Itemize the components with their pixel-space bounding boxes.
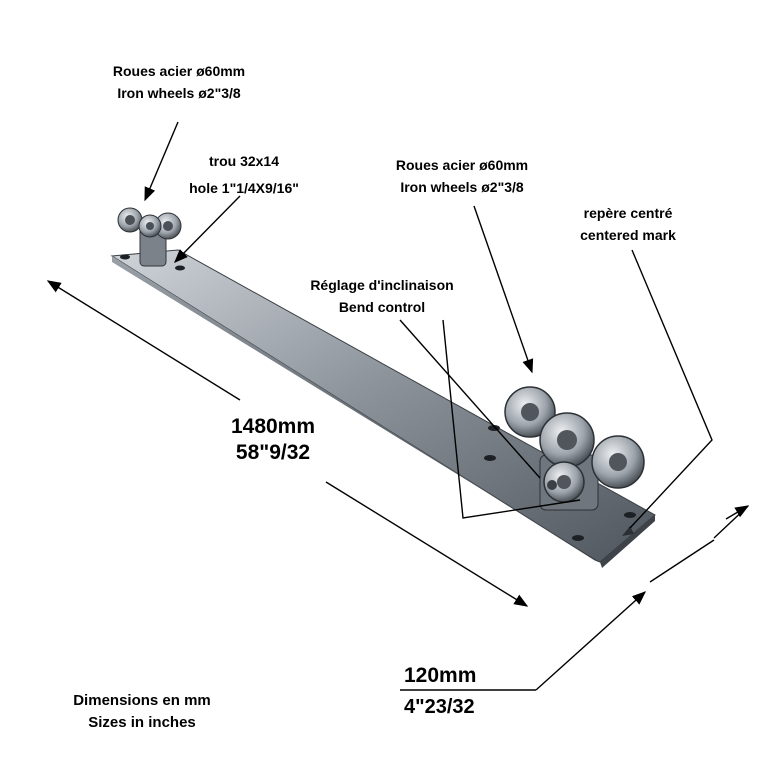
label-bend-control: Réglage d'inclinaison Bend control bbox=[310, 274, 453, 318]
mounting-hole bbox=[572, 535, 584, 541]
label-left-wheels: Roues acier ø60mm Iron wheels ø2"3/8 bbox=[113, 60, 245, 104]
leader-left-wheels bbox=[144, 121, 179, 202]
mounting-hole bbox=[624, 512, 636, 518]
label-bend-en: Bend control bbox=[338, 299, 426, 315]
rail-plate bbox=[110, 249, 656, 568]
label-right-wheels-fr: Roues acier ø60mm bbox=[395, 157, 529, 173]
mounting-hole bbox=[175, 265, 185, 271]
leader-centered-mark bbox=[629, 249, 713, 529]
label-mark-en: centered mark bbox=[580, 227, 676, 243]
leader-hole bbox=[174, 195, 241, 263]
leader-right-wheels bbox=[473, 205, 534, 374]
leader-bend-1 bbox=[399, 319, 541, 479]
label-right-wheels: Roues acier ø60mm Iron wheels ø2"3/8 bbox=[396, 154, 528, 198]
leader-lines bbox=[144, 121, 713, 529]
left-wheel-assembly bbox=[117, 207, 182, 267]
length-inch: 58"9/32 bbox=[235, 441, 311, 464]
leader-bend-2 bbox=[442, 319, 581, 519]
length-mm: 1480mm bbox=[230, 415, 316, 438]
label-centered-mark: repère centré centered mark bbox=[580, 202, 676, 246]
units-note-en: Sizes in inches bbox=[88, 714, 196, 731]
units-note: Dimensions en mm Sizes in inches bbox=[73, 690, 211, 734]
label-bend-fr: Réglage d'inclinaison bbox=[310, 277, 454, 293]
label-hole-en: hole 1"1/4X9/16" bbox=[189, 180, 299, 196]
centered-mark-notch bbox=[622, 526, 634, 536]
units-note-fr: Dimensions en mm bbox=[73, 692, 211, 709]
mounting-hole bbox=[120, 254, 130, 260]
width-dimension bbox=[400, 505, 750, 691]
label-hole: trou 32x14 hole 1"1/4X9/16" bbox=[189, 148, 299, 202]
length-label: 1480mm 58"9/32 bbox=[231, 414, 315, 466]
label-left-wheels-fr: Roues acier ø60mm bbox=[112, 63, 246, 79]
label-left-wheels-en: Iron wheels ø2"3/8 bbox=[117, 85, 241, 101]
width-mm: 120mm bbox=[404, 664, 477, 687]
right-wheel-assembly bbox=[504, 386, 645, 511]
label-hole-fr: trou 32x14 bbox=[208, 153, 280, 169]
mounting-hole bbox=[484, 455, 496, 461]
length-dimension bbox=[46, 280, 529, 607]
bend-control-screw bbox=[547, 480, 557, 490]
label-mark-fr: repère centré bbox=[583, 205, 673, 221]
width-inch: 4"23/32 bbox=[404, 696, 475, 718]
label-right-wheels-en: Iron wheels ø2"3/8 bbox=[400, 179, 524, 195]
